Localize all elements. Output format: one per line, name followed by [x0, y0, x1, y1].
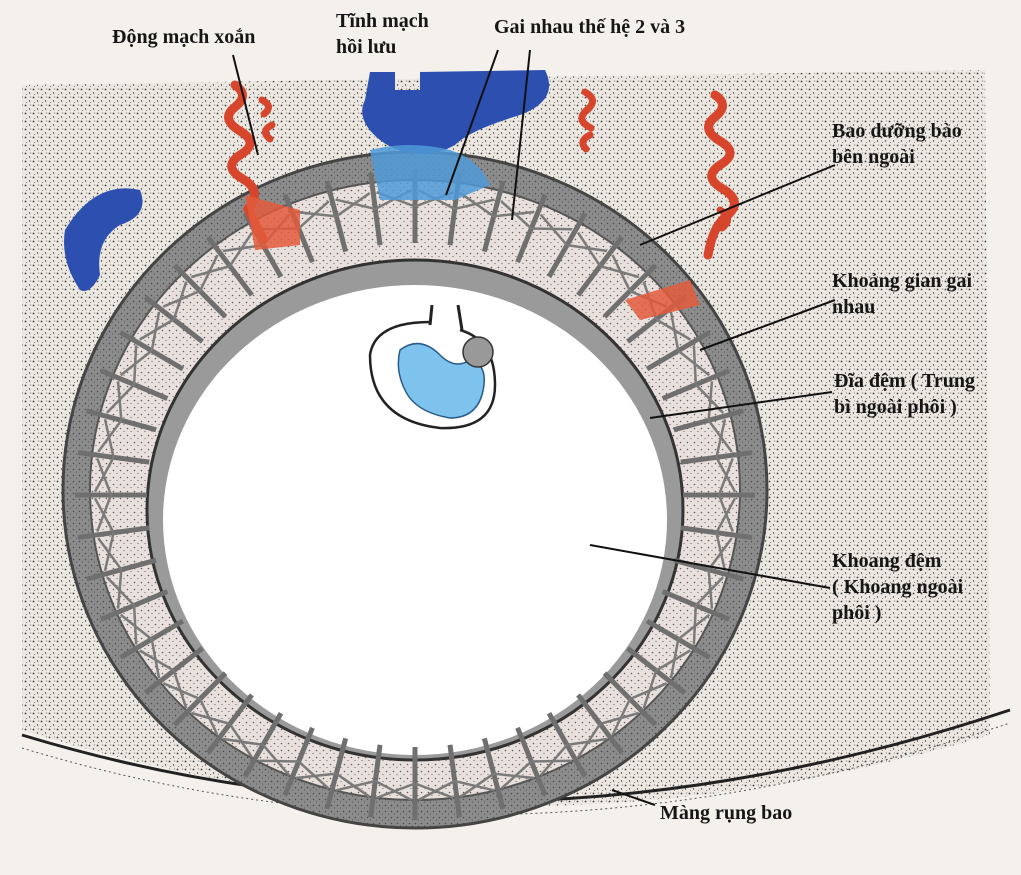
yolk-sac: [462, 336, 494, 368]
villus-stem: [368, 172, 383, 246]
label-spiral-artery: Động mạch xoắn: [112, 26, 256, 48]
villus-branch: [335, 772, 371, 798]
villus-branch: [694, 576, 725, 607]
villus-branch: [629, 682, 668, 701]
villus-branch: [500, 200, 533, 230]
villus-branch: [611, 254, 632, 292]
villus-branch: [297, 760, 330, 790]
villus-branch: [707, 381, 714, 421]
villus-branch: [493, 772, 535, 780]
villus-branch: [414, 782, 454, 799]
villus-branch: [138, 318, 175, 341]
villus-branch: [715, 497, 737, 534]
villus-branch: [295, 210, 337, 218]
chorionic-cavity: [163, 285, 667, 755]
villus-branch: [105, 383, 136, 414]
spiral-artery-left: [224, 80, 268, 244]
villus-branch: [119, 349, 153, 377]
left-vein-fragment: [64, 188, 143, 291]
villus-branch: [599, 711, 640, 726]
villus-branch: [715, 456, 737, 493]
villus-branch: [459, 192, 495, 218]
villus-branch: [172, 670, 188, 709]
label-returning-vein: Tĩnh mạch hồi lưu: [336, 10, 429, 58]
label-intervillous-space: Khoảng gian gai nhau: [832, 270, 973, 318]
villus-branch: [692, 345, 698, 385]
villus-branch: [715, 419, 727, 458]
embryo: [397, 342, 485, 419]
villus-branch: [335, 198, 376, 211]
returning-vein: [362, 70, 550, 154]
villus-branch: [655, 649, 692, 672]
villus-branch: [228, 723, 254, 759]
villus-branch: [677, 613, 711, 641]
villus-branch: [190, 264, 231, 279]
artery-blood-left: [245, 195, 300, 250]
villus-branch: [539, 213, 568, 246]
villus-branch: [96, 494, 113, 532]
label-decidua-capsularis: Màng rụng bao: [660, 802, 793, 824]
connecting-stalk: [428, 304, 464, 331]
label-outer-syncytiotrophoblast: Bao dưỡng bào bên ngoài: [832, 120, 962, 168]
villus-branch: [97, 419, 123, 453]
villus-branch: [116, 569, 123, 609]
villus-branch: [576, 231, 602, 267]
villus-branch: [93, 456, 115, 493]
artery-blood-right: [625, 280, 700, 320]
label-chorionic-cavity: Khoang đệm ( Khoang ngoài phôi ): [832, 550, 964, 624]
villus-branch: [198, 698, 219, 736]
villus-branch: [669, 311, 680, 351]
villus-branch: [566, 737, 608, 747]
villus-branch: [454, 779, 495, 792]
villus-branch: [132, 605, 138, 645]
villus-branch: [262, 744, 291, 777]
villus-branch: [374, 779, 413, 802]
label-villi: Gai nhau thế hệ 2 và 3: [494, 16, 686, 38]
leader-lines: [232, 49, 836, 806]
label-chorionic-plate: Đĩa đệm ( Trung bì ngoài phôi ): [834, 370, 975, 418]
villus-branch: [103, 532, 115, 571]
villus-branch: [150, 639, 161, 679]
villus-branch: [707, 537, 733, 571]
villus-branch: [531, 759, 572, 763]
villus-branch: [162, 289, 201, 308]
spiral-arteries: [224, 80, 739, 260]
